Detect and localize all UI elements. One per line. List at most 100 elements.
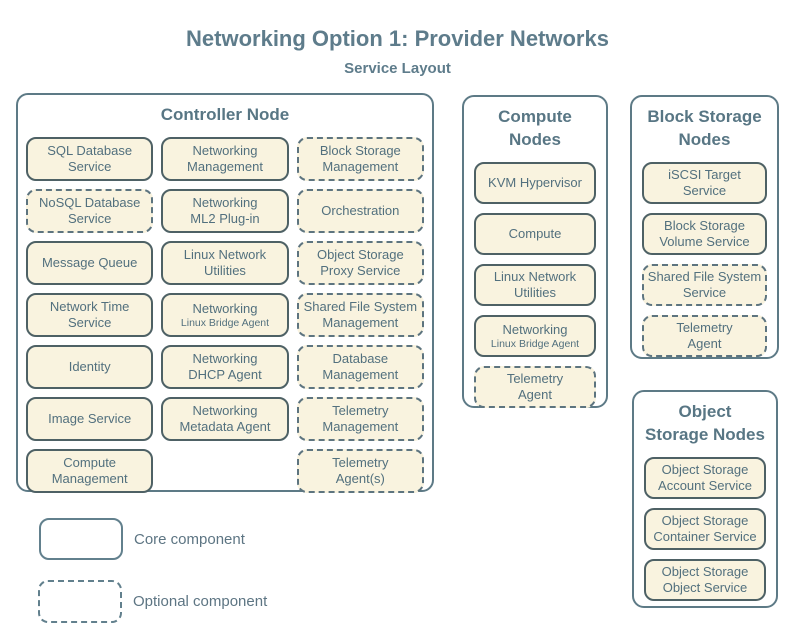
service-label: Orchestration xyxy=(321,203,400,218)
service-label: Service xyxy=(682,182,727,198)
service-label: Network Time xyxy=(49,299,130,315)
service-label: Image Service xyxy=(48,411,132,426)
service-label: Networking xyxy=(502,321,568,337)
service-label: Management xyxy=(51,470,128,486)
optional-component-swatch xyxy=(38,580,122,623)
service-label: Linux Network xyxy=(183,247,267,263)
diagram-title: Networking Option 1: Provider Networks xyxy=(186,26,609,51)
service-label: Telemetry xyxy=(676,320,733,336)
service-label: Networking xyxy=(192,403,258,419)
service-label: Object Storage xyxy=(661,564,749,580)
service-label: Account Service xyxy=(658,477,752,493)
service-label: Object Storage xyxy=(661,513,749,529)
service-label: Compute xyxy=(63,455,117,471)
service-box: KVM Hypervisor xyxy=(474,161,596,204)
service-box: Identity xyxy=(26,344,154,389)
service-label: Networking xyxy=(192,195,258,211)
service-label: Management xyxy=(322,418,399,434)
service-label: Shared File System xyxy=(303,299,418,315)
service-label: Container Service xyxy=(653,528,757,544)
service-label: Networking xyxy=(192,143,258,159)
legend-optional-row: Optional component xyxy=(38,580,267,623)
service-box: Message Queue xyxy=(26,240,154,285)
service-label: Agent xyxy=(687,335,722,351)
service-label: Utilities xyxy=(514,284,556,300)
service-label: Service xyxy=(67,210,112,226)
core-component-label: Core component xyxy=(134,530,245,548)
service-box: Image Service xyxy=(26,396,154,441)
service-label: Agent xyxy=(518,386,552,402)
service-label: Object Service xyxy=(662,579,748,595)
service-label: NoSQL Database xyxy=(38,195,141,211)
service-label: KVM Hypervisor xyxy=(488,174,582,190)
service-label: Proxy Service xyxy=(320,262,401,278)
core-component-swatch xyxy=(39,518,123,560)
service-sublabel: Linux Bridge Agent xyxy=(180,316,270,329)
service-label: Networking xyxy=(192,351,258,367)
service-label: Service xyxy=(67,158,112,174)
service-label: Block Storage xyxy=(664,218,745,234)
service-box: Compute xyxy=(474,212,596,255)
service-sublabel: Linux Bridge Agent xyxy=(490,337,580,350)
service-label: Service xyxy=(67,314,112,330)
service-label: Utilities xyxy=(204,262,246,278)
service-label: Linux Network xyxy=(493,269,577,285)
service-label: Metadata Agent xyxy=(179,418,271,434)
service-label: Message Queue xyxy=(41,255,138,270)
service-label: Telemetry xyxy=(506,371,564,387)
service-label: Volume Service xyxy=(659,233,750,249)
service-label: Compute xyxy=(508,225,562,241)
service-label: Telemetry xyxy=(332,403,389,419)
service-label: Telemetry xyxy=(332,455,389,471)
service-label: DHCP Agent xyxy=(188,366,262,382)
service-label: Identity xyxy=(68,359,111,374)
controller-node-title: Controller Node xyxy=(160,105,290,124)
service-label: iSCSI Target xyxy=(668,167,741,183)
legend-core-row: Core component xyxy=(39,518,245,560)
diagram-subtitle: Service Layout xyxy=(344,60,451,77)
service-label: Database xyxy=(332,351,389,367)
service-label: ML2 Plug-in xyxy=(190,210,260,226)
service-box: Orchestration xyxy=(296,188,424,233)
service-label: Block Storage xyxy=(319,143,401,159)
service-label: Management xyxy=(322,158,399,174)
service-label: Service xyxy=(682,284,727,300)
service-label: Networking xyxy=(192,300,258,316)
service-label: Management xyxy=(187,158,263,174)
